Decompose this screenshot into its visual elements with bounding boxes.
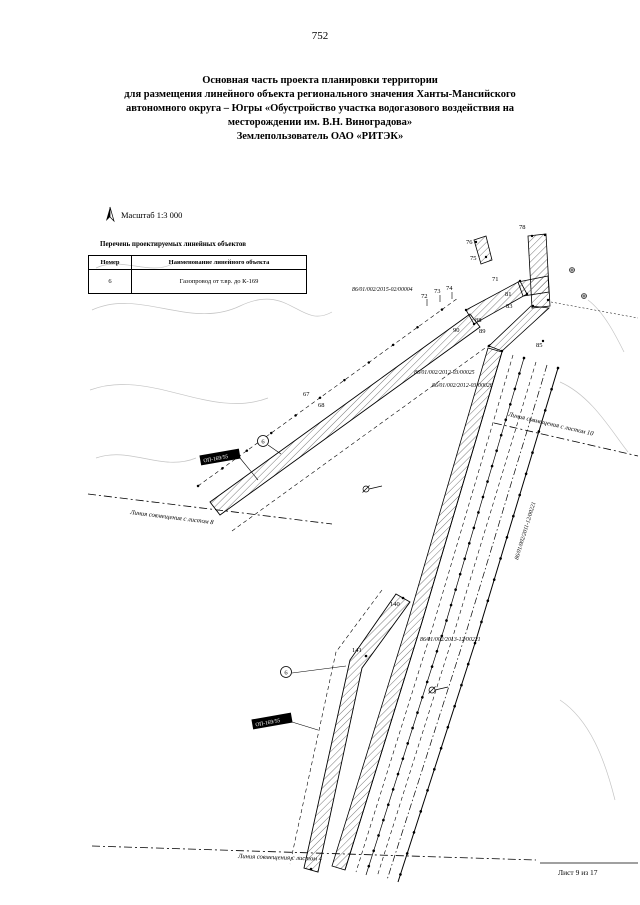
title-line-4: месторождении им. В.Н. Виноградова» (227, 116, 413, 128)
utility-corridor-b (331, 347, 560, 884)
point-label-67: 67 (303, 391, 310, 398)
point-label-68: 68 (318, 402, 325, 409)
point-label-88: 88 (475, 317, 482, 324)
point-label-85: 85 (536, 342, 543, 349)
point-label-76: 76 (466, 239, 473, 246)
sheet-label: Лист 9 из 17 (558, 868, 598, 877)
title-line-1: Основная часть проекта планировки террит… (202, 75, 438, 86)
join-line-sheet4 (91, 845, 537, 861)
pipeline-corridor-c (289, 589, 411, 873)
node-cluster (464, 233, 639, 353)
legend-title: Перечень проектируемых линейных объектов (100, 240, 247, 248)
objects-table-header-name: Наименование линейного объекта (131, 255, 307, 270)
op-tag-2-label: ОП-169/55 (255, 718, 281, 728)
point-label-140: 140 (390, 601, 400, 608)
point-label-89: 89 (479, 328, 486, 335)
op-tag-1-label: ОП-169/55 (203, 454, 229, 464)
point-label-71: 71 (492, 276, 499, 283)
point-label-72: 72 (421, 293, 428, 300)
join-line-sheet10 (493, 422, 639, 457)
object-number-badge-1-label: 6 (261, 439, 265, 446)
object-number-badge-2-label: 6 (284, 670, 288, 677)
objects-table-header-row: Номер Наименование линейного объекта (88, 255, 307, 270)
object-number-cell: 6 (88, 269, 132, 294)
point-label-81: 81 (505, 291, 512, 298)
objects-table: Номер Наименование линейного объекта 6 Г… (88, 255, 307, 294)
join-label-sheet4: Линия совмещения с листом 4 (237, 853, 323, 863)
page-number: 752 (311, 30, 329, 42)
point-label-78: 78 (519, 224, 526, 231)
pipeline-corridor-a (196, 292, 493, 532)
north-arrow-icon (106, 206, 115, 223)
op-tag-1: ОП-169/55 (199, 448, 241, 466)
diameter-symbol-1 (362, 485, 383, 493)
join-line-sheet8 (87, 493, 333, 525)
table-row: 6 Газопровод от т.вр. до К-169 (88, 269, 307, 294)
objects-table-header-number: Номер (88, 255, 132, 270)
point-label-83: 83 (506, 303, 513, 310)
op-tag-1-leader (239, 457, 259, 481)
title-line-3: автономного округа – Югры «Обустройство … (125, 102, 514, 114)
op-tag-2-leader (291, 721, 319, 731)
join-label-sheet8: Линия совмещения с листом 8 (129, 509, 215, 526)
point-label-74: 74 (446, 285, 453, 292)
object-number-badge-2: 6 (280, 665, 347, 678)
scale-label: Масштаб 1:3 000 (121, 210, 183, 220)
join-label-sheet10: Линия совмещения с листом 10 (507, 411, 595, 438)
object-number-badge-1: 6 (257, 435, 282, 455)
cadastral-label-5: 86/01/002/2011-12/00221 (514, 501, 537, 560)
cadastral-label-3: 86/01/002/2012-03/00026 (432, 383, 493, 389)
point-labels: 67 68 72 73 74 71 75 76 78 81 83 88 89 9… (303, 224, 543, 654)
title-line-2: для размещения линейного объекта региона… (124, 88, 516, 100)
point-label-90: 90 (453, 327, 460, 334)
point-label-141: 141 (352, 647, 362, 654)
diameter-symbol-2 (428, 686, 449, 694)
scale-row: Масштаб 1:3 000 (104, 206, 182, 224)
object-name-cell: Газопровод от т.вр. до К-169 (131, 269, 307, 294)
terrain-contours (89, 263, 629, 801)
cadastral-label-2: 86/01/002/2012-03/00025 (414, 370, 475, 376)
benchmark-symbols (569, 267, 587, 299)
title-line-5: Землепользователь ОАО «РИТЭК» (236, 130, 404, 142)
point-label-75: 75 (470, 255, 477, 262)
point-label-73: 73 (434, 288, 441, 295)
cadastral-label-1: 86/01/002/2015-02/00004 (352, 286, 413, 293)
cluster-vertex-dots (464, 233, 550, 353)
cadastral-label-4: 86/01/002/2013-12/00221 (420, 637, 481, 643)
document-title: Основная часть проекта планировки террит… (36, 74, 604, 144)
op-tag-2: ОП-169/55 (251, 712, 293, 730)
